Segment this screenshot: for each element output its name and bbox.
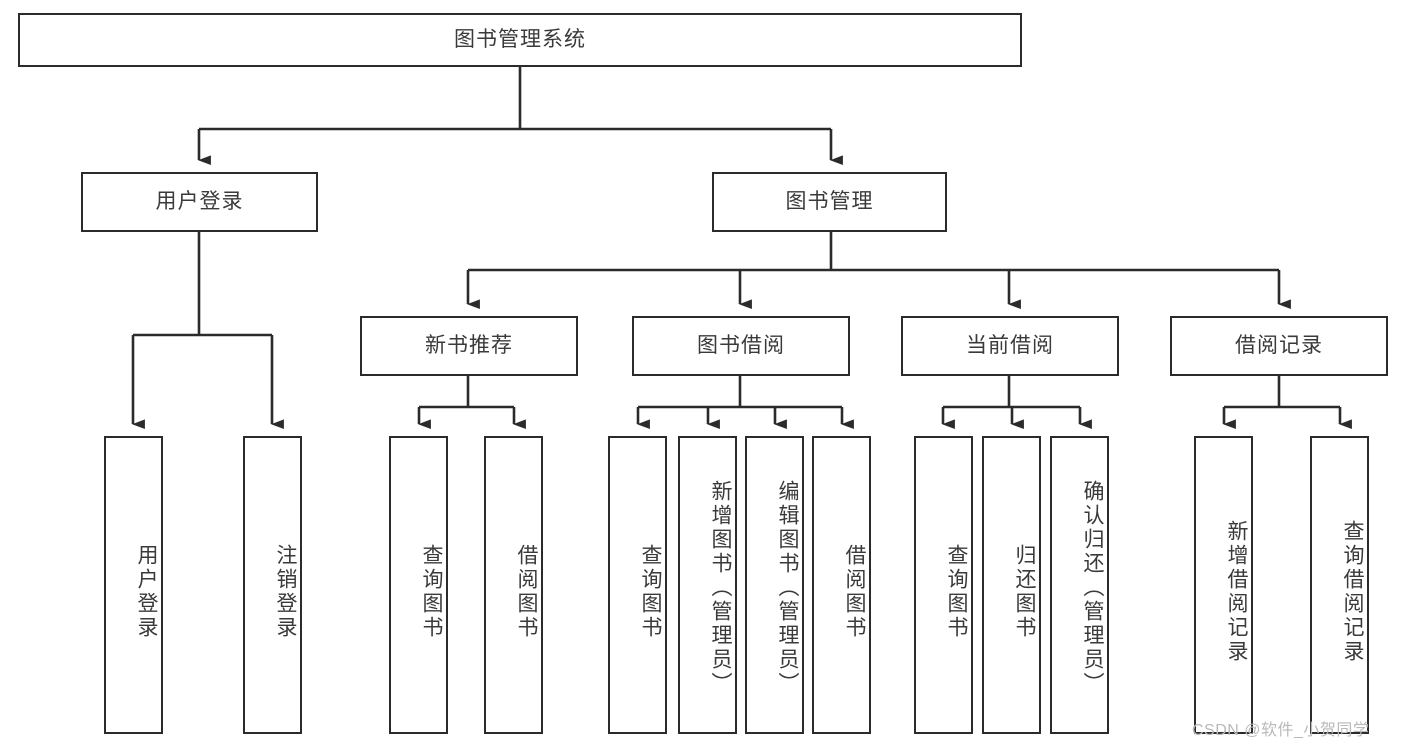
node-borrow-record-label: 借阅记录 (1235, 334, 1323, 358)
node-root-label: 图书管理系统 (454, 28, 586, 52)
leaf-current-return-book[interactable]: 归还图书 (982, 436, 1041, 734)
leaf-borrow-query-book[interactable]: 查询图书 (608, 436, 667, 734)
leaf-label: 查询图书 (420, 544, 443, 640)
node-current-borrow-label: 当前借阅 (966, 334, 1054, 358)
leaf-current-confirm-return[interactable]: 确认归还（管理员） (1050, 436, 1109, 734)
node-new-book-recommend-label: 新书推荐 (425, 334, 513, 358)
leaf-label: 新增借阅记录 (1225, 520, 1248, 664)
leaf-label: 归还图书 (1013, 544, 1036, 640)
node-root[interactable]: 图书管理系统 (18, 13, 1022, 67)
leaf-borrow-borrow-book[interactable]: 借阅图书 (812, 436, 871, 734)
leaf-user-login-logout[interactable]: 注销登录 (243, 436, 302, 734)
leaf-label: 编辑图书（管理员） (776, 480, 799, 696)
csdn-watermark: CSDN @软件_小贺同学 (1192, 722, 1370, 739)
node-user-login[interactable]: 用户登录 (81, 172, 318, 232)
leaf-record-query-record[interactable]: 查询借阅记录 (1310, 436, 1369, 734)
leaf-label: 借阅图书 (843, 544, 866, 640)
leaf-recommend-borrow-book[interactable]: 借阅图书 (484, 436, 543, 734)
node-book-borrow[interactable]: 图书借阅 (632, 316, 850, 376)
leaf-label: 确认归还（管理员） (1081, 480, 1104, 696)
leaf-label: 用户登录 (135, 544, 158, 640)
leaf-borrow-edit-book[interactable]: 编辑图书（管理员） (745, 436, 804, 734)
node-current-borrow[interactable]: 当前借阅 (901, 316, 1119, 376)
node-user-login-label: 用户登录 (155, 190, 244, 214)
leaf-recommend-query-book[interactable]: 查询图书 (389, 436, 448, 734)
leaf-label: 查询图书 (639, 544, 662, 640)
node-book-management[interactable]: 图书管理 (712, 172, 947, 232)
leaf-record-add-record[interactable]: 新增借阅记录 (1194, 436, 1253, 734)
leaf-user-login-login[interactable]: 用户登录 (104, 436, 163, 734)
leaf-current-query-book[interactable]: 查询图书 (914, 436, 973, 734)
leaf-borrow-add-book[interactable]: 新增图书（管理员） (678, 436, 737, 734)
leaf-label: 注销登录 (274, 544, 297, 640)
node-book-management-label: 图书管理 (785, 190, 874, 214)
leaf-label: 新增图书（管理员） (709, 480, 732, 696)
leaf-label: 借阅图书 (515, 544, 538, 640)
node-borrow-record[interactable]: 借阅记录 (1170, 316, 1388, 376)
node-book-borrow-label: 图书借阅 (697, 334, 785, 358)
leaf-label: 查询图书 (945, 544, 968, 640)
node-new-book-recommend[interactable]: 新书推荐 (360, 316, 578, 376)
leaf-label: 查询借阅记录 (1341, 520, 1364, 664)
